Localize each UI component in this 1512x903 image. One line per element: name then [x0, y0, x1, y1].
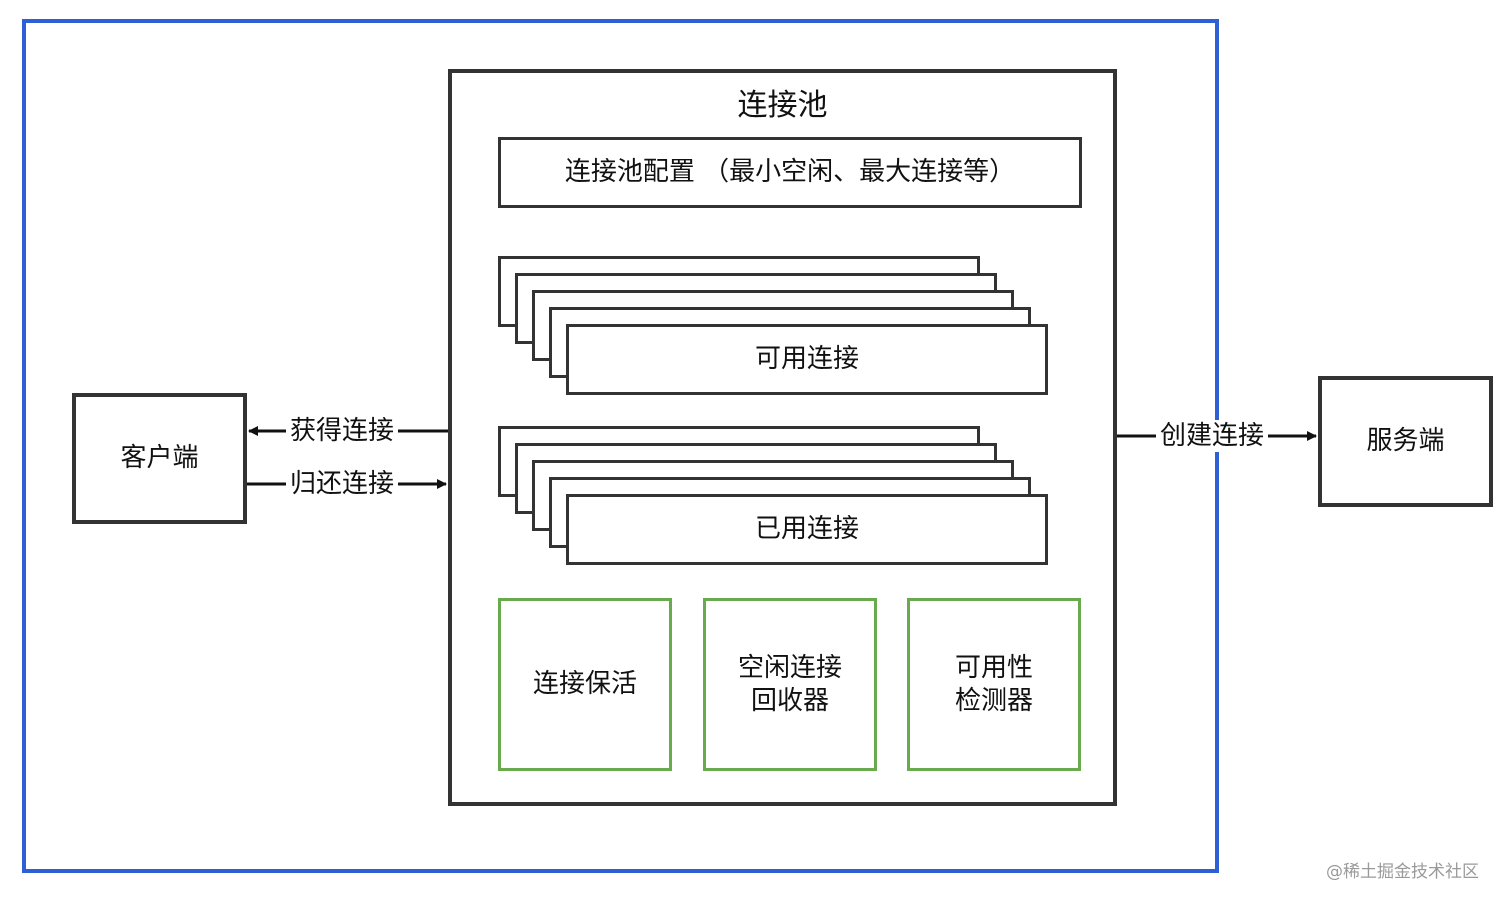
get-connection-label: 获得连接: [286, 415, 399, 447]
idle-collector-label-line2: 回收器: [750, 685, 829, 716]
idle-collector-label-line1: 空闲连接: [737, 653, 842, 683]
keepalive-label: 连接保活: [532, 669, 637, 700]
watermark: @稀土掘金技术社区: [1326, 862, 1479, 882]
client-label: 客户端: [120, 443, 199, 474]
idle-collector-box: 空闲连接 回收器: [703, 598, 877, 771]
create-connection-label: 创建连接: [1156, 420, 1269, 452]
used-connections: 已用连接: [566, 494, 1048, 565]
server-label: 服务端: [1366, 426, 1445, 457]
client-box: 客户端: [72, 393, 247, 524]
pool-config-box: 连接池配置 （最小空闲、最大连接等）: [498, 137, 1082, 208]
availability-checker-box: 可用性 检测器: [907, 598, 1081, 771]
return-connection-label: 归还连接: [286, 468, 399, 500]
availability-checker-label-line1: 可用性: [954, 653, 1033, 683]
pool-config-label: 连接池配置 （最小空闲、最大连接等）: [564, 157, 1016, 188]
available-connections: 可用连接: [566, 324, 1048, 395]
server-box: 服务端: [1318, 376, 1493, 507]
pool-title: 连接池: [737, 88, 828, 123]
available-connections-label: 可用连接: [754, 344, 859, 375]
used-connections-label: 已用连接: [754, 514, 859, 545]
availability-checker-label-line2: 检测器: [954, 685, 1033, 716]
keepalive-box: 连接保活: [498, 598, 672, 771]
